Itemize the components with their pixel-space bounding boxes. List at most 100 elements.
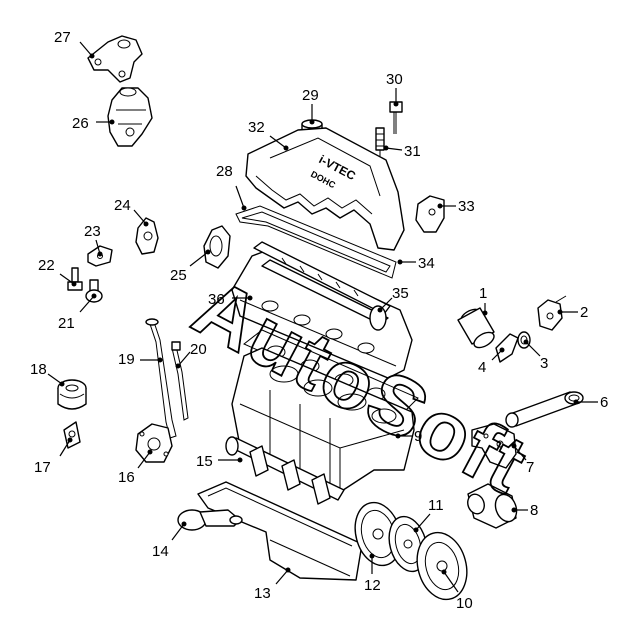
callout-13[interactable]: 13 — [254, 567, 291, 603]
callout-31-label: 31 — [404, 143, 421, 160]
callout-25[interactable]: 25 — [170, 249, 211, 285]
part-12-flywheel[interactable] — [348, 497, 407, 570]
callout-28-label: 28 — [216, 163, 233, 180]
part-3-gasket[interactable] — [517, 331, 531, 349]
callout-26-label: 26 — [72, 115, 89, 132]
callout-2[interactable]: 2 — [557, 304, 589, 321]
callout-3-label: 3 — [540, 355, 548, 372]
callout-6-label: 6 — [600, 394, 608, 411]
callout-4-label: 4 — [478, 359, 486, 376]
part-33-bracket[interactable] — [415, 195, 445, 233]
callout-23-label: 23 — [84, 223, 101, 240]
callout-13-label: 13 — [254, 585, 271, 602]
callout-14[interactable]: 14 — [152, 521, 187, 561]
part-31-spark-plug[interactable] — [375, 127, 385, 158]
part-19-dipstick-tube[interactable] — [145, 318, 177, 439]
callout-12-label: 12 — [364, 577, 381, 594]
part-10-pressure-plate[interactable] — [410, 527, 474, 605]
callout-24-label: 24 — [114, 197, 131, 214]
callout-4[interactable]: 4 — [478, 347, 505, 377]
part-18-crankshaft-pulley[interactable] — [57, 379, 87, 410]
callout-17-label: 17 — [34, 459, 51, 476]
part-30-sensor[interactable] — [389, 101, 403, 134]
callout-23[interactable]: 23 — [84, 223, 103, 257]
callout-32-label: 32 — [248, 119, 265, 136]
callout-2-label: 2 — [580, 304, 588, 321]
callout-22-label: 22 — [38, 257, 55, 274]
callout-9[interactable]: 9 — [395, 428, 423, 445]
callout-1-label: 1 — [479, 285, 487, 302]
part-24-idler[interactable] — [135, 217, 159, 255]
callout-33[interactable]: 33 — [437, 198, 475, 215]
callout-28[interactable]: 28 — [216, 163, 247, 211]
callout-8[interactable]: 8 — [511, 502, 539, 519]
callout-34[interactable]: 34 — [397, 255, 435, 272]
part-16-oil-pump[interactable] — [135, 423, 173, 463]
part-32-valve-cover[interactable]: i-VTEC DOHC — [245, 127, 405, 251]
callout-10-label: 10 — [456, 595, 473, 612]
part-14-oil-strainer[interactable] — [177, 509, 243, 531]
callout-30-label: 30 — [386, 71, 403, 88]
callout-8-label: 8 — [530, 502, 538, 519]
callout-19[interactable]: 19 — [118, 351, 163, 368]
callout-12[interactable]: 12 — [364, 553, 381, 595]
part-22-bolt[interactable] — [67, 267, 83, 291]
part-15-crankshaft[interactable] — [225, 436, 345, 505]
callout-18[interactable]: 18 — [30, 361, 65, 387]
callout-7[interactable]: 7 — [511, 443, 535, 477]
callout-20[interactable]: 20 — [175, 341, 207, 369]
callout-29[interactable]: 29 — [302, 87, 319, 125]
callout-35-label: 35 — [392, 285, 409, 302]
callout-11-label: 11 — [428, 497, 444, 514]
part-8-starter-motor[interactable] — [465, 483, 520, 529]
callout-34-label: 34 — [418, 255, 435, 272]
callout-15[interactable]: 15 — [196, 453, 243, 470]
callout-16-label: 16 — [118, 469, 135, 486]
callout-36-label: 36 — [208, 291, 225, 308]
part-1-oil-filter[interactable] — [457, 307, 497, 351]
callout-35[interactable]: 35 — [377, 285, 409, 313]
part-21-plug[interactable] — [85, 279, 103, 303]
callout-22[interactable]: 22 — [38, 257, 77, 287]
part-26-engine-mount[interactable] — [107, 87, 153, 147]
callout-24[interactable]: 24 — [114, 197, 149, 227]
callout-30[interactable]: 30 — [386, 71, 403, 107]
part-2-thermostat-housing[interactable] — [537, 295, 567, 331]
callout-3[interactable]: 3 — [523, 339, 549, 373]
part-35-camshaft[interactable] — [253, 241, 391, 331]
callout-26[interactable]: 26 — [72, 115, 115, 132]
callout-21[interactable]: 21 — [58, 293, 97, 333]
callout-33-label: 33 — [458, 198, 475, 215]
callout-10[interactable]: 10 — [441, 569, 473, 613]
part-20-dipstick[interactable] — [171, 341, 189, 421]
callout-36[interactable]: 36 — [208, 291, 253, 308]
callout-9-label: 9 — [414, 428, 422, 445]
part-27-engine-mount-bracket[interactable] — [87, 35, 143, 83]
part-28-valve-cover-gasket[interactable] — [235, 205, 397, 279]
callout-27-label: 27 — [54, 29, 71, 46]
callout-21-label: 21 — [58, 315, 75, 332]
callout-19-label: 19 — [118, 351, 135, 368]
part-7-engine-bracket[interactable] — [471, 423, 517, 469]
part-36-cylinder-head[interactable] — [231, 249, 413, 379]
callout-31[interactable]: 31 — [383, 143, 421, 160]
callout-32[interactable]: 32 — [248, 119, 289, 151]
callout-11[interactable]: 11 — [413, 497, 444, 533]
callout-17[interactable]: 17 — [34, 437, 73, 477]
callout-1[interactable]: 1 — [479, 285, 488, 316]
callout-27[interactable]: 27 — [54, 29, 95, 59]
callout-6[interactable]: 6 — [573, 394, 609, 411]
callout-7-label: 7 — [526, 459, 534, 476]
part-17-seal[interactable] — [63, 421, 81, 449]
callout-20-label: 20 — [190, 341, 207, 358]
callout-25-label: 25 — [170, 267, 187, 284]
callout-16[interactable]: 16 — [118, 449, 153, 487]
callout-18-label: 18 — [30, 361, 47, 378]
callout-15-label: 15 — [196, 453, 213, 470]
part-4-bracket[interactable] — [495, 333, 519, 363]
callout-29-label: 29 — [302, 87, 319, 104]
part-25-timing-belt-cover[interactable] — [203, 225, 231, 269]
callout-14-label: 14 — [152, 543, 169, 560]
